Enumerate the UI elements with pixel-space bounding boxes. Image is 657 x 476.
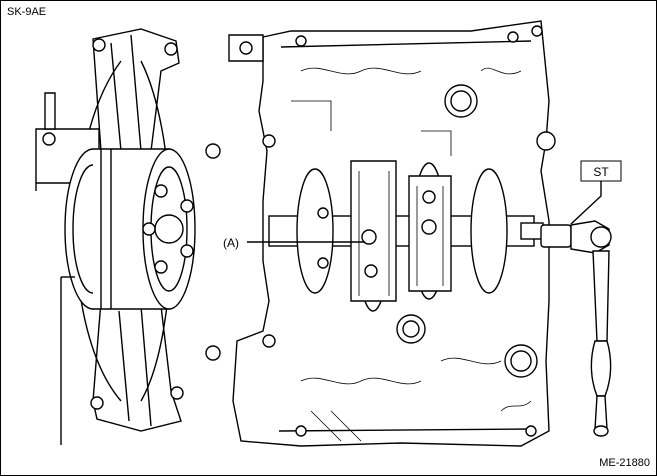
front-bracket-assembly — [35, 28, 221, 432]
callout-special-tool: ST — [593, 165, 609, 179]
callout-leaders — [60, 181, 602, 445]
figure-number-label: ME-21880 — [599, 457, 650, 469]
socket-wrench-tool — [540, 220, 612, 437]
special-tool-callout-box — [580, 160, 622, 182]
crank-pulley — [64, 148, 196, 310]
model-code-label: SK-9AE — [7, 6, 47, 18]
crankshaft — [268, 160, 544, 312]
callout-part-a: (A) — [223, 236, 239, 250]
